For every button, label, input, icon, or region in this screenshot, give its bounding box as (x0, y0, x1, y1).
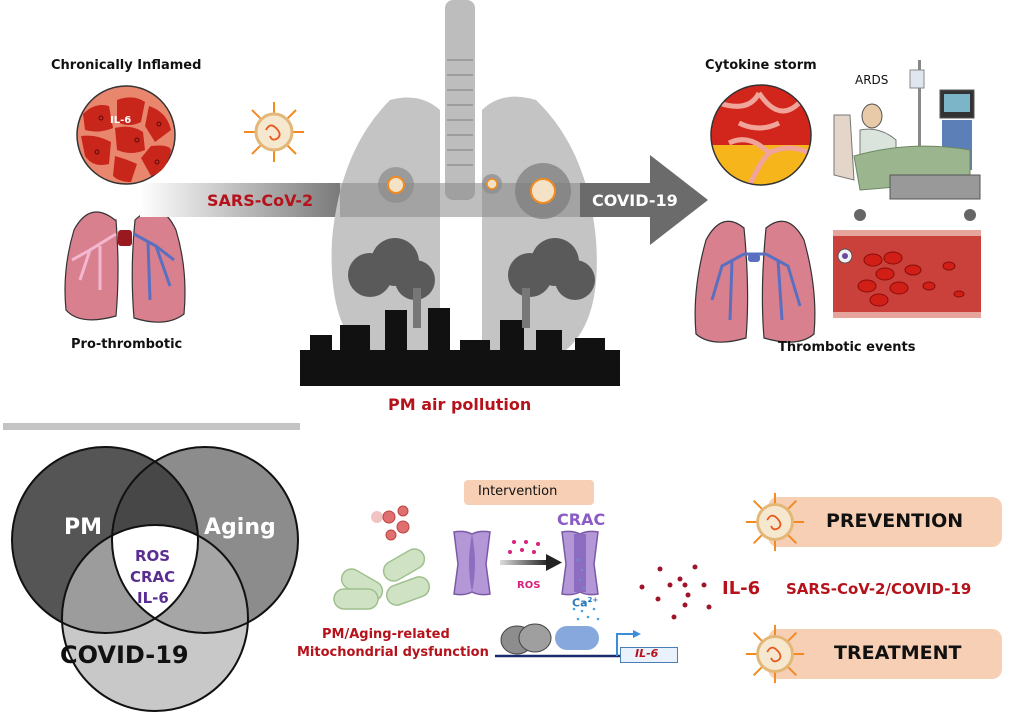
il6-cytokine-label: IL-6 (722, 578, 761, 599)
inflamed-tissue-icon (76, 85, 176, 185)
thrombus-vessel-icon (833, 230, 981, 318)
section-divider (3, 423, 300, 430)
intervention-label: Intervention (478, 484, 558, 499)
sars-cov-2-virus-icon (244, 102, 304, 162)
sars-cov-2-label: SARS-CoV-2 (207, 191, 314, 210)
venn-intersection-crac: CRAC (130, 568, 176, 586)
covid-19-arrow-label: COVID-19 (592, 191, 678, 210)
dna-transcription-icon (495, 623, 641, 658)
mitochondria-icon (333, 548, 431, 610)
treatment-badge: TREATMENT (768, 629, 1002, 679)
il6-gene-label: IL-6 (635, 647, 659, 660)
calcium-symbol: Ca (572, 596, 588, 610)
crac-label: CRAC (557, 510, 606, 529)
sars-cov-2-covid-19-label: SARS-CoV-2/COVID-19 (786, 580, 972, 598)
prevention-badge: PREVENTION (768, 497, 1002, 547)
ros-label: ROS (517, 580, 541, 591)
tissue-il6-label: IL-6 (110, 115, 132, 126)
lungs-pollution-illustration (300, 0, 620, 386)
ards-label: ARDS (855, 73, 889, 87)
prothrombotic-label: Pro-thrombotic (71, 337, 183, 352)
crac-channel-closed-icon (453, 530, 491, 596)
chronically-inflamed-title: Chronically Inflamed (51, 58, 202, 73)
ards-patient-bed-icon (833, 60, 981, 221)
mito-label-line1: PM/Aging-related (322, 627, 450, 642)
venn-diagram (11, 446, 299, 712)
crac-channel-open-icon (561, 530, 599, 596)
mito-label-line2: Mitochondrial dysfunction (297, 645, 489, 660)
venn-intersection-il6: IL-6 (137, 589, 169, 607)
treatment-label: TREATMENT (834, 642, 962, 664)
thrombotic-events-label: Thrombotic events (778, 340, 916, 355)
venn-intersection-ros: ROS (135, 547, 171, 565)
calcium-label: Ca2+ (572, 596, 598, 610)
calcium-charge: 2+ (587, 596, 599, 604)
prevention-label: PREVENTION (826, 510, 964, 532)
covid-19-arrow (580, 155, 708, 245)
treatment-virus-icon (745, 624, 805, 684)
prevention-virus-icon (745, 492, 805, 552)
calcium-ions-icon (572, 597, 600, 621)
covid-lungs-icon (694, 220, 816, 343)
cytokine-storm-label: Cytokine storm (705, 58, 817, 73)
pm-air-pollution-label: PM air pollution (388, 395, 532, 414)
prothrombotic-lungs-icon (64, 209, 186, 323)
sars-arrow-shaft (140, 183, 340, 217)
ros-arrow-icon (500, 540, 562, 571)
venn-label-aging: Aging (204, 515, 276, 540)
pm-particles-icon (371, 505, 410, 541)
cytokine-storm-tissue-icon (710, 84, 812, 186)
il6-gene-box: IL-6 (620, 647, 678, 663)
venn-label-pm: PM (64, 515, 103, 540)
intervention-badge: Intervention (464, 480, 594, 505)
il6-cytokines-icon (639, 564, 712, 620)
venn-label-covid-19: COVID-19 (60, 641, 189, 669)
